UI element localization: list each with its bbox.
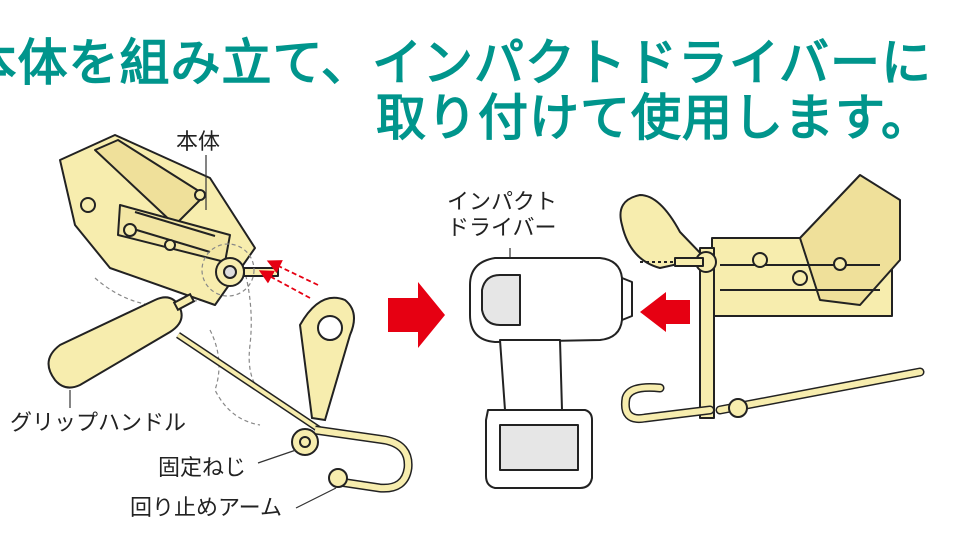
- headline-line-1: 本体を組み立て、インパクトドライバーに: [0, 34, 932, 92]
- label-grip-handle: グリップハンドル: [10, 411, 187, 436]
- assembly-arrows: [258, 260, 319, 299]
- assembled-arm: [620, 367, 925, 424]
- label-body: 本体: [176, 130, 221, 155]
- label-impact-driver-2: ドライバー: [447, 216, 557, 241]
- anti-rotation-arm-part: [176, 332, 413, 493]
- leader-lines: [69, 155, 511, 509]
- flow-arrow-right: [388, 282, 445, 348]
- assembled-tool-illustration: [619, 174, 901, 419]
- headline-line-2: 取り付けて使用します。: [376, 89, 932, 147]
- label-impact-driver-1: インパクト: [447, 190, 558, 215]
- label-fixing-screw: 固定ねじ: [158, 456, 247, 481]
- main-body-part: [59, 134, 279, 306]
- fixing-screw-part: [291, 428, 319, 456]
- impact-driver-illustration: [469, 257, 633, 489]
- grip-handle-part: [47, 292, 196, 389]
- label-anti-rotation-arm: 回り止めアーム: [130, 496, 283, 521]
- crank-arm-part: [298, 296, 355, 422]
- flow-arrow-left: [640, 292, 690, 332]
